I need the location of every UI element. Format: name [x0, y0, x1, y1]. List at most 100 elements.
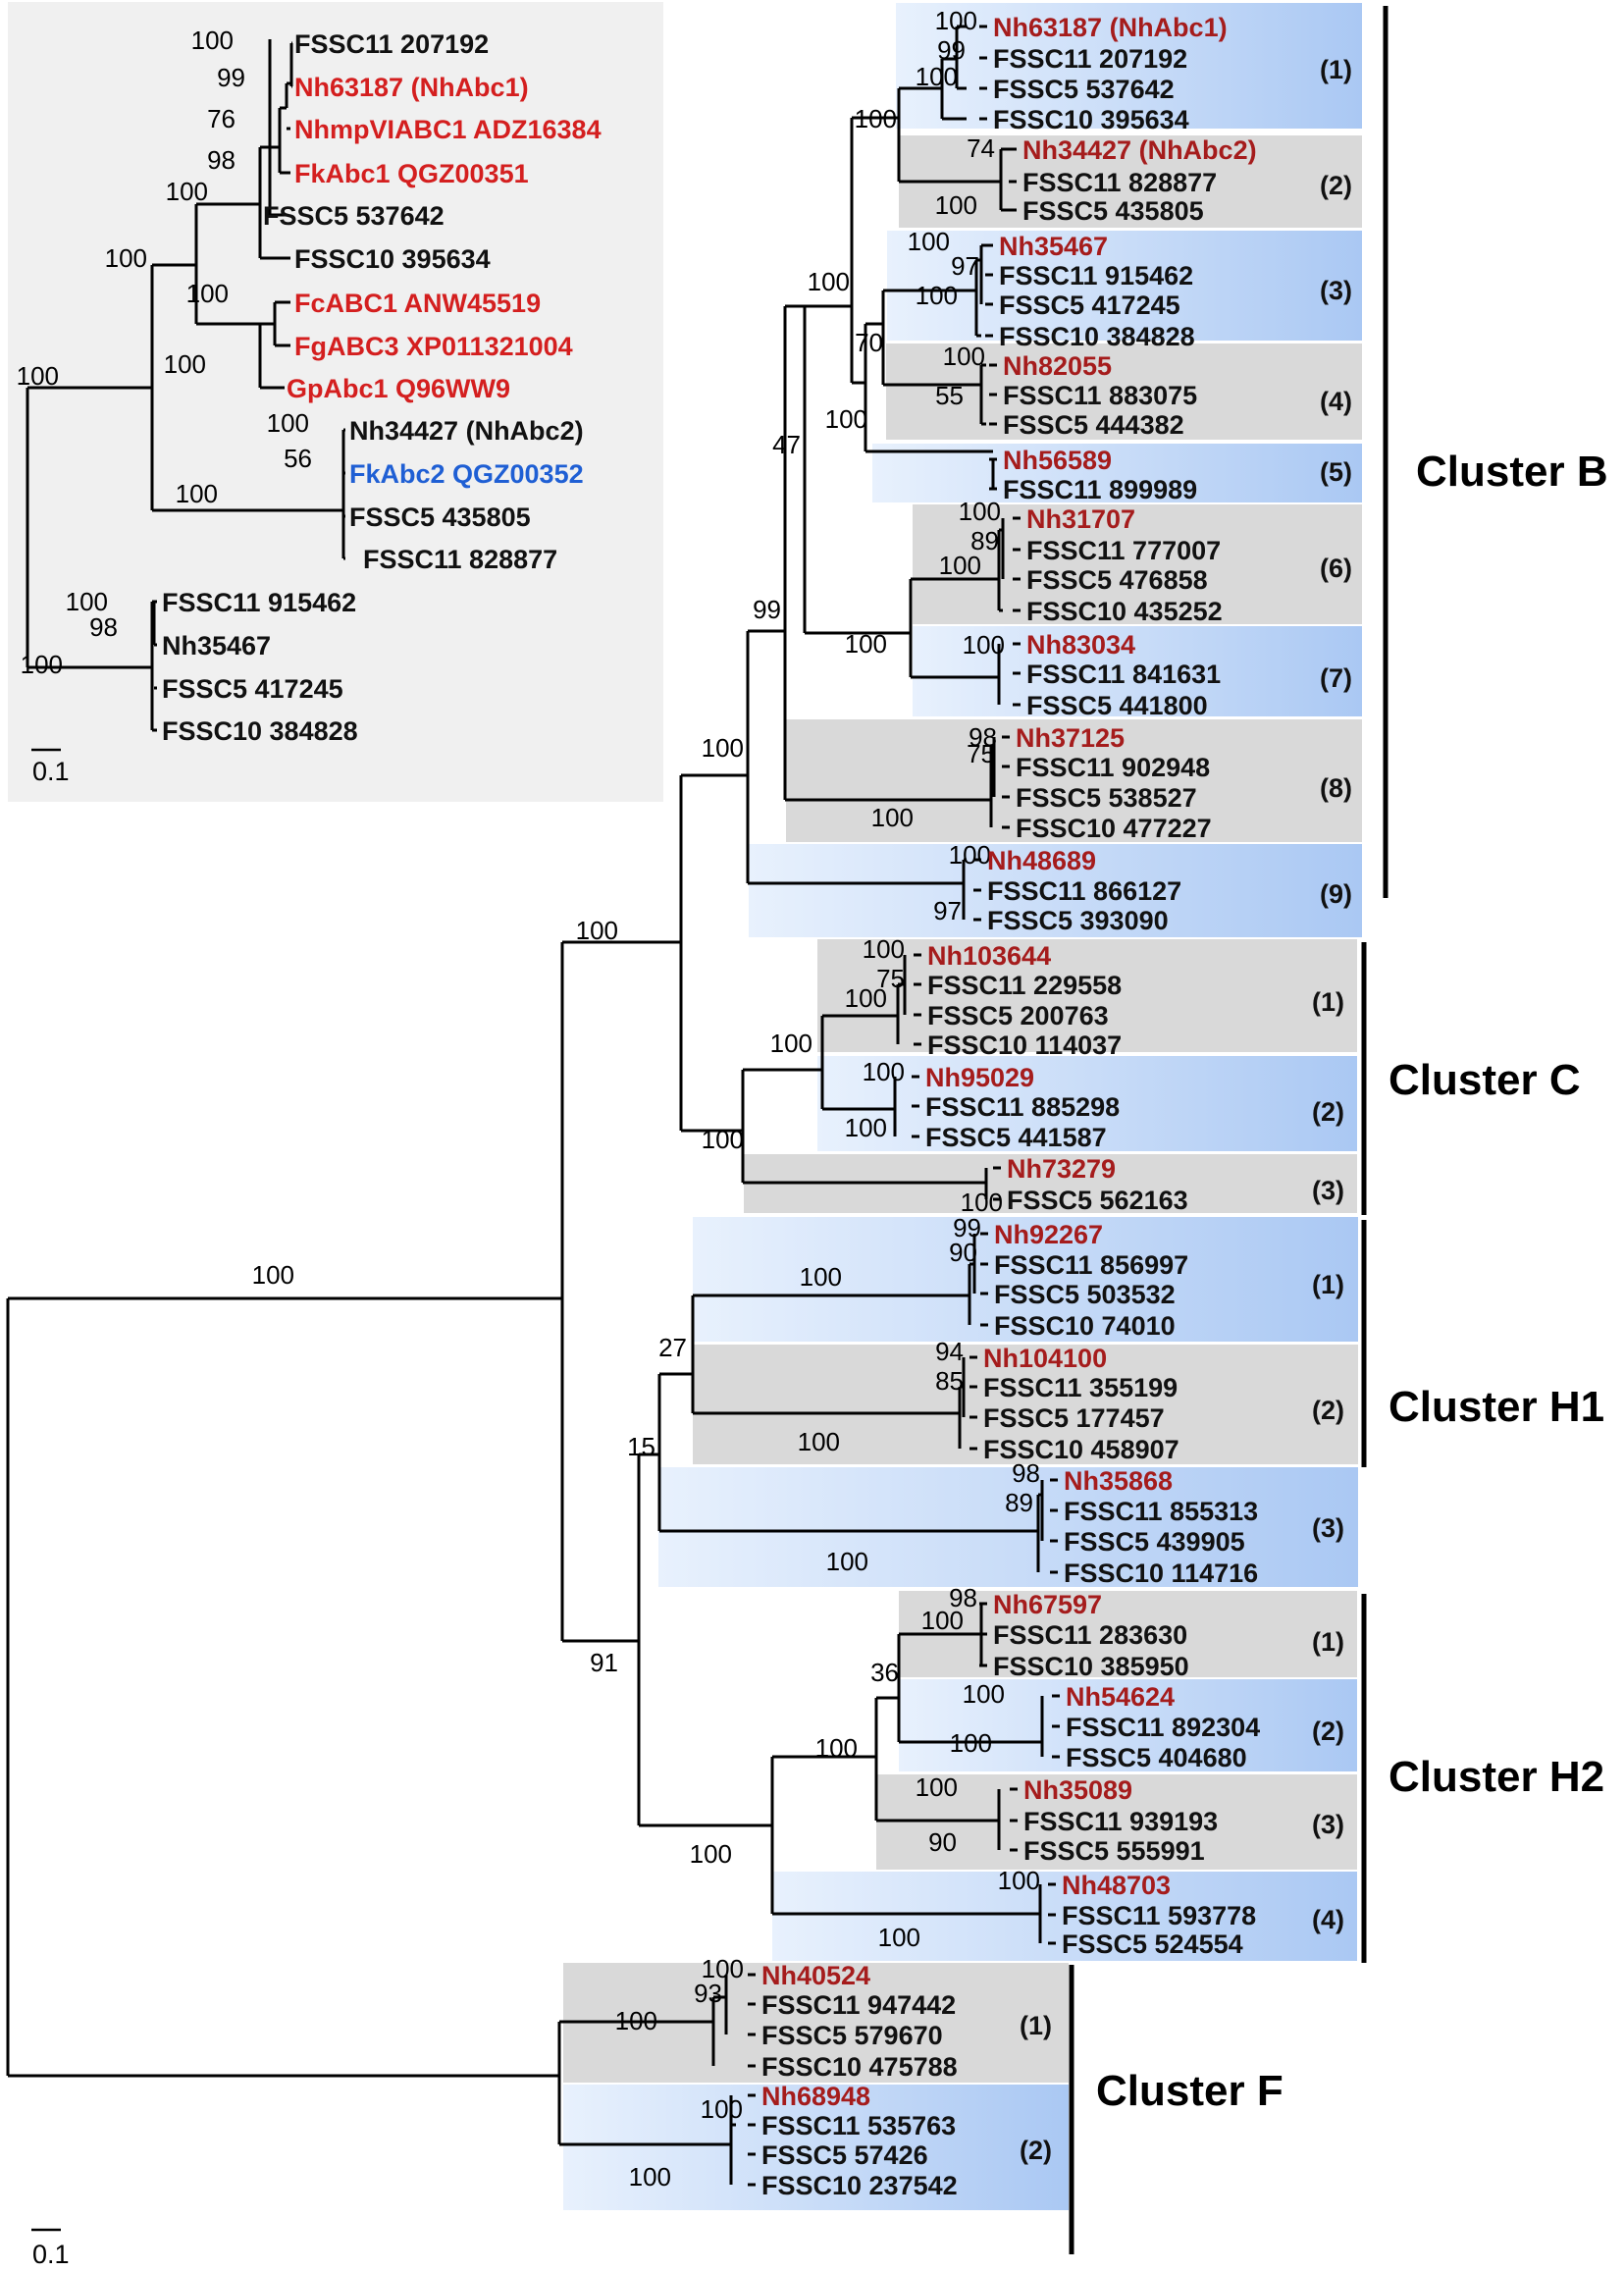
main-leaf-label: FSSC11 593778	[1062, 1901, 1256, 1930]
main-leaf-label: FSSC10 458907	[983, 1435, 1179, 1464]
main-leaf-label: Nh48689	[987, 846, 1096, 875]
main-bootstrap: 90	[928, 1827, 957, 1857]
subgroup-box-blue	[563, 2085, 1069, 2210]
main-bootstrap: 97	[933, 896, 962, 925]
inset-bootstrap: 76	[207, 104, 236, 133]
main-bootstrap: 100	[916, 281, 958, 310]
subgroup-number: (2)	[1320, 171, 1352, 200]
inset-branches	[26, 39, 345, 732]
main-leaf-label: FSSC11 899989	[1003, 475, 1197, 504]
main-bootstrap: 100	[908, 227, 950, 256]
main-leaf-label: Nh35467	[999, 232, 1108, 261]
main-leaf-label: FSSC11 207192	[993, 44, 1187, 74]
subgroup-number: (5)	[1320, 457, 1352, 487]
main-leaf-label: FSSC11 855313	[1064, 1497, 1258, 1526]
main-leaf-label: Nh103644	[927, 941, 1051, 971]
inset-scale-label: 0.1	[32, 757, 70, 786]
main-leaf-label: FSSC11 902948	[1016, 753, 1210, 782]
main-bootstrap: 98	[949, 1583, 977, 1612]
main-leaf-label: FSSC11 939193	[1023, 1807, 1218, 1836]
main-leaf-label: FSSC11 947442	[761, 1990, 956, 2020]
branch	[194, 202, 260, 326]
inset-bootstrap: 100	[17, 361, 59, 391]
main-bootstrap: 100	[690, 1839, 732, 1869]
main-bootstrap: 93	[694, 1979, 722, 2008]
main-bootstrap: 100	[998, 1866, 1040, 1895]
inset-bootstrap: 98	[207, 145, 236, 175]
main-leaf-label: Nh35868	[1064, 1466, 1173, 1496]
main-leaf-label: FSSC11 535763	[761, 2111, 956, 2140]
main-bootstrap: 100	[808, 267, 850, 296]
main-leaf-label: FSSC5 562163	[1007, 1186, 1188, 1215]
subgroup-number: (3)	[1320, 276, 1352, 305]
branch	[979, 363, 986, 426]
main-bootstrap: 100	[863, 1057, 905, 1086]
main-leaf-label: FSSC5 537642	[993, 75, 1175, 104]
inset-leaf-label: FkAbc1 QGZ00351	[294, 159, 529, 188]
main-bootstrap: 100	[963, 630, 1005, 660]
subgroup-number: (1)	[1320, 55, 1352, 84]
main-bootstrap: 94	[935, 1337, 964, 1366]
inset-leaf-label: FSSC5 537642	[263, 201, 445, 231]
inset-bootstrap: 100	[186, 279, 229, 308]
branch	[557, 2020, 731, 2146]
subgroup-number: (1)	[1312, 1270, 1344, 1299]
subgroup-number: (3)	[1312, 1176, 1344, 1205]
main-bootstrap: 36	[870, 1658, 899, 1687]
branch	[711, 1995, 726, 2066]
main-bootstrap: 15	[627, 1432, 655, 1461]
main-bootstrap: 100	[871, 803, 914, 832]
main-leaf-label: FSSC11 841631	[1026, 660, 1221, 689]
main-leaf-label: FSSC5 579670	[761, 2021, 943, 2050]
inset-bootstrap: 100	[21, 650, 63, 679]
cluster-label: Cluster C	[1388, 1056, 1581, 1104]
subgroup-box-blue	[658, 1467, 1358, 1587]
main-bootstrap: 100	[702, 733, 744, 763]
branch	[874, 1696, 999, 1823]
branch	[783, 304, 991, 802]
main-leaf-label: Nh82055	[1003, 351, 1112, 381]
subgroup-box-blue	[887, 231, 1362, 341]
main-leaf-label: Nh92267	[994, 1220, 1103, 1249]
main-leaf-label: FSSC11 866127	[987, 876, 1181, 906]
main-bootstrap: 75	[876, 964, 905, 993]
branch	[289, 41, 293, 88]
main-leaf-label: FSSC5 503532	[994, 1280, 1176, 1309]
cluster-label: Cluster H1	[1388, 1383, 1604, 1431]
subgroup-numbers: (1)(2)(3)(4)(5)(6)(7)(8)(9)(1)(2)(3)(1)(…	[1020, 55, 1352, 2165]
branch	[770, 1755, 1040, 1916]
main-bootstrap: 100	[701, 2094, 743, 2124]
inset-leaf-label: FSSC11 828877	[363, 545, 557, 574]
main-bootstrap: 100	[845, 629, 887, 659]
branch	[955, 25, 967, 90]
main-bootstrap: 100	[943, 342, 985, 371]
cluster-label: Cluster F	[1096, 2067, 1283, 2115]
inset-bootstrap: 100	[191, 26, 234, 55]
main-leaf-label: FSSC11 915462	[999, 261, 1193, 291]
branch	[909, 577, 999, 679]
main-leaf-label: FSSC11 229558	[927, 971, 1122, 1000]
main-bootstrap: 100	[815, 1733, 858, 1763]
main-leaf-label: FSSC11 283630	[993, 1620, 1187, 1650]
subgroup-box-gray	[817, 939, 1357, 1052]
branch	[897, 86, 1001, 184]
main-leaf-label: FSSC10 384828	[999, 322, 1195, 351]
subgroup-number: (1)	[1312, 987, 1344, 1017]
inset-leaf-label: FcABC1 ANW45519	[294, 289, 541, 318]
cluster-label: Cluster H2	[1388, 1753, 1604, 1801]
main-leaf-label: FSSC5 435805	[1022, 196, 1204, 226]
main-bootstrap: 100	[939, 551, 981, 580]
inset-bootstrap: 100	[105, 243, 147, 273]
branch	[729, 2095, 736, 2185]
subgroup-number: (2)	[1312, 1097, 1344, 1127]
branch	[850, 116, 899, 385]
inset-bootstrap: 100	[267, 408, 309, 438]
main-leaf-label: FSSC10 237542	[761, 2171, 958, 2200]
main-bootstrap: 100	[863, 934, 905, 964]
main-leaf-label: FSSC11 856997	[994, 1250, 1188, 1280]
subgroup-number: (3)	[1312, 1810, 1344, 1839]
main-bootstrap: 100	[949, 840, 991, 870]
main-leaf-label: FSSC11 883075	[1003, 381, 1197, 410]
main-leaf-label: Nh73279	[1007, 1154, 1116, 1184]
